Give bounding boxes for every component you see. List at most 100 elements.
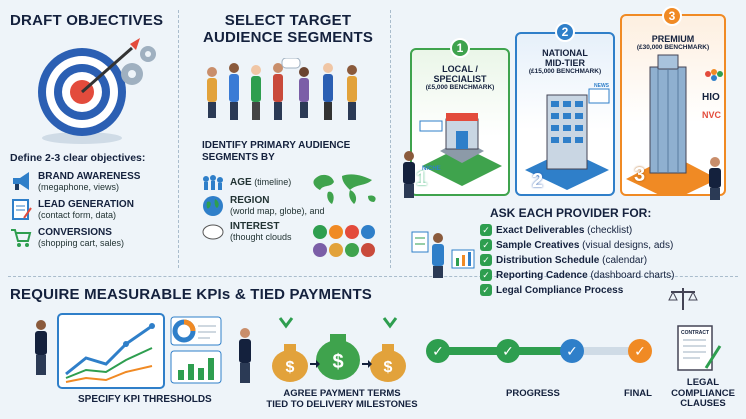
- milestone-check-icon: ✓: [560, 339, 584, 363]
- presenter-figure: [403, 151, 415, 198]
- svg-text:$: $: [286, 359, 295, 376]
- audience-item-desc: (thought clouds: [230, 232, 292, 242]
- objective-item: BRAND AWARENESS (megaphone, views): [10, 170, 178, 192]
- tier-number: 2: [555, 22, 575, 42]
- milestone-check-icon: ✓: [628, 339, 652, 363]
- kpi-presenter-figure: [239, 328, 251, 383]
- world-map-icon: [313, 174, 376, 204]
- divider-vertical-1: [178, 10, 179, 268]
- objectives-list: BRAND AWARENESS (megaphone, views) LEAD …: [10, 170, 178, 248]
- tier-card-1: LOCAL /SPECIALIST (£5,000 BENCHMARK) NIC…: [410, 48, 510, 196]
- objective-title: CONVERSIONS: [38, 226, 112, 238]
- money-bags-illustration: $ $ $: [272, 317, 406, 382]
- tier-floor-number: 2: [532, 170, 544, 192]
- checklist-presenter-illustration: [411, 231, 475, 278]
- provider-list: ✓Exact Deliverables (checklist) ✓Sample …: [480, 224, 740, 296]
- contract-icon: [677, 325, 722, 371]
- objectives-title: DRAFT OBJECTIVES: [10, 12, 164, 29]
- skyscraper-illustration: [626, 54, 718, 194]
- provider-title: ASK EACH PROVIDER FOR:: [490, 206, 652, 220]
- tier-floor-number: 1: [416, 168, 428, 190]
- kpi-presenter-figure: [35, 320, 47, 375]
- svg-text:$: $: [384, 359, 393, 376]
- divider-vertical-2: [390, 10, 391, 268]
- kpi-payment-line1: AGREE PAYMENT TERMS: [283, 388, 401, 399]
- objectives-intro: Define 2-3 clear objectives:: [10, 152, 146, 164]
- globe-icon: [203, 196, 223, 216]
- checkmark-icon: ✓: [480, 239, 492, 251]
- audience-list: AGE (timeline) REGION(world map, globe),…: [202, 174, 382, 242]
- provider-item: ✓Legal Compliance Process: [480, 284, 740, 296]
- audience-identify-line2: SEGMENTS BY: [202, 152, 275, 163]
- objective-item: CONVERSIONS (shopping cart, sales): [10, 226, 178, 248]
- audience-item: REGION(world map, globe), and: [202, 195, 382, 217]
- target-icon: [38, 38, 156, 144]
- office-building-illustration: [525, 88, 610, 190]
- scales-icon: [668, 288, 698, 310]
- audience-item-title: REGION: [230, 195, 270, 206]
- objective-desc: (megaphone, views): [38, 181, 120, 192]
- audience-identify: IDENTIFY PRIMARY AUDIENCE SEGMENTS BY: [202, 140, 350, 164]
- audience-item-desc: (timeline): [254, 176, 292, 187]
- audience-title-line1: SELECT TARGET: [224, 12, 352, 29]
- cart-icon: [11, 229, 32, 247]
- megaphone-icon: [13, 172, 29, 190]
- audience-item: AGE (timeline): [202, 174, 382, 190]
- objective-desc: (contact form, data): [38, 209, 117, 220]
- legal-clauses-label: LEGAL COMPLIANCE CLAUSES: [670, 377, 736, 410]
- kpi-title: REQUIRE MEASURABLE KPIs & TIED PAYMENTS: [10, 286, 373, 303]
- audience-item: INTEREST(thought clouds: [202, 222, 382, 242]
- checkmark-icon: ✓: [480, 254, 492, 266]
- milestone-check-icon: ✓: [426, 339, 450, 363]
- local-shop-illustration: [419, 113, 502, 186]
- age-icon: [203, 175, 223, 190]
- interest-icons: [313, 225, 375, 257]
- progress-label: PROGRESS: [506, 388, 560, 399]
- tier-number: 1: [450, 38, 470, 58]
- audience-title-line2: AUDIENCE SEGMENTS: [202, 29, 374, 46]
- objective-desc: (shopping cart, sales): [38, 237, 125, 248]
- brand-logo: NVC: [702, 110, 722, 120]
- presenter-figure: [709, 157, 721, 200]
- provider-item: ✓Distribution Schedule (calendar): [480, 254, 740, 266]
- peacock-logo-icon: [705, 69, 723, 81]
- form-icon: [12, 199, 32, 220]
- audience-identify-line1: IDENTIFY PRIMARY AUDIENCE: [202, 140, 351, 151]
- tier-sign: NICHE: [422, 166, 441, 172]
- checkmark-icon: ✓: [480, 284, 492, 296]
- legal-line2: COMPLIANCE: [671, 387, 735, 399]
- checkmark-icon: ✓: [480, 269, 492, 281]
- tier-benchmark: (£5,000 BENCHMARK): [425, 84, 495, 91]
- milestone-check-icon: ✓: [496, 339, 520, 363]
- final-label: FINAL: [624, 388, 652, 399]
- kpi-payment-line2: TIED TO DELIVERY MILESTONES: [266, 399, 418, 410]
- brand-logo: HIO: [702, 92, 720, 103]
- tier-label: LOCAL /SPECIALIST: [433, 64, 487, 84]
- provider-item: ✓Exact Deliverables (checklist): [480, 224, 740, 236]
- svg-text:$: $: [332, 351, 343, 373]
- audience-group-illustration: [207, 58, 357, 120]
- audience-title: SELECT TARGET AUDIENCE SEGMENTS: [190, 12, 386, 46]
- checkmark-icon: ✓: [480, 224, 492, 236]
- legal-line1: LEGAL: [686, 377, 720, 388]
- tier-benchmark: (£30,000 BENCHMARK): [636, 44, 710, 51]
- kpi-bar-chart-illustration: [170, 350, 222, 384]
- tier-card-3: PREMIUM (£30,000 BENCHMARK) HIO NVC: [620, 14, 726, 196]
- kpi-payment-label: AGREE PAYMENT TERMS TIED TO DELIVERY MIL…: [262, 388, 422, 410]
- objective-title: LEAD GENERATION: [38, 198, 134, 210]
- contract-label: CONTRACT: [681, 330, 710, 336]
- legal-line3: CLAUSES: [680, 398, 726, 409]
- kpi-thresholds-label: SPECIFY KPI THRESHOLDS: [78, 394, 212, 405]
- objective-item: LEAD GENERATION (contact form, data): [10, 198, 178, 220]
- divider-horizontal: [8, 276, 738, 277]
- kpi-line-chart-illustration: [57, 313, 165, 389]
- provider-item: ✓Sample Creatives (visual designs, ads): [480, 239, 740, 251]
- provider-item: ✓Reporting Cadence (dashboard charts): [480, 269, 740, 281]
- audience-item-desc: (world map, globe), and: [230, 206, 325, 216]
- audience-item-title: AGE: [230, 176, 252, 188]
- objective-title: BRAND AWARENESS: [38, 170, 141, 182]
- thought-cloud-icon: [202, 224, 224, 240]
- tier-benchmark: (£15,000 BENCHMARK): [528, 68, 602, 75]
